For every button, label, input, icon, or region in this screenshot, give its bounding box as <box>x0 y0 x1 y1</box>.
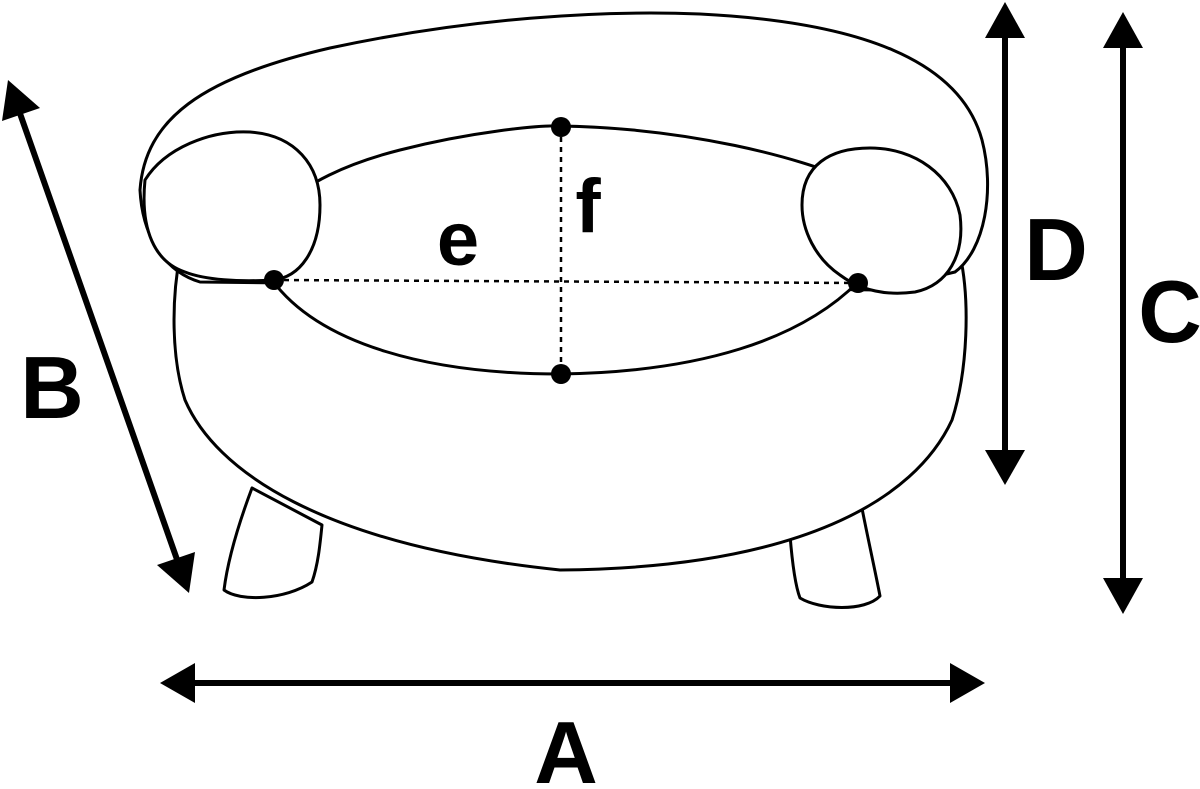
e-right-point <box>848 273 868 293</box>
label-d: D <box>1024 200 1088 299</box>
label-f: f <box>575 164 601 249</box>
e-dashed-line <box>273 278 859 285</box>
e-left-point <box>264 270 284 290</box>
f-top-point <box>551 117 571 137</box>
right-armrest <box>800 146 963 295</box>
f-bottom-point <box>551 364 571 384</box>
dimension-d-arrow <box>985 2 1025 485</box>
label-a: A <box>534 703 598 789</box>
dimension-a-arrow <box>160 663 985 703</box>
left-armrest <box>142 130 322 283</box>
left-leg <box>222 486 324 600</box>
dimension-b-arrow <box>2 80 195 593</box>
label-b: B <box>20 338 84 437</box>
label-e: e <box>437 197 479 282</box>
label-c: C <box>1138 262 1200 361</box>
dimension-c-arrow <box>1103 12 1143 614</box>
